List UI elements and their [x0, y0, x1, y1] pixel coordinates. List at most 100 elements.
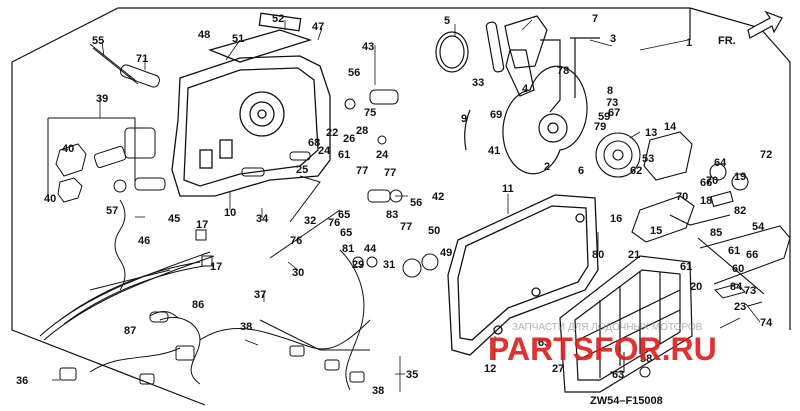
- direction-label: FR.: [718, 35, 736, 47]
- callout-47: 47: [312, 21, 324, 33]
- callout-43: 43: [362, 41, 374, 53]
- leader-lines: [52, 19, 761, 392]
- callout-66b: 66: [700, 177, 712, 189]
- callout-61b: 61: [728, 245, 740, 257]
- callout-72: 72: [760, 149, 772, 161]
- callout-58: 58: [640, 353, 652, 365]
- callout-65b: 65: [340, 227, 352, 239]
- callout-26: 26: [343, 133, 355, 145]
- callout-22: 22: [326, 127, 338, 139]
- callout-70a: 70: [676, 191, 688, 203]
- callout-51: 51: [232, 33, 244, 45]
- callout-71: 71: [136, 53, 148, 65]
- callout-74: 74: [760, 317, 773, 329]
- callout-82: 82: [734, 205, 746, 217]
- callout-42: 42: [432, 191, 444, 203]
- callout-36: 36: [16, 375, 28, 387]
- callout-86: 86: [192, 299, 204, 311]
- callout-57: 57: [106, 205, 118, 217]
- callout-25: 25: [296, 164, 308, 176]
- callout-3: 3: [610, 33, 616, 45]
- callout-24b: 24: [376, 149, 389, 161]
- callout-54: 54: [752, 221, 765, 233]
- callout-12: 12: [484, 363, 496, 375]
- callout-15: 15: [650, 225, 662, 237]
- callout-19: 19: [734, 171, 746, 183]
- callout-17a: 17: [196, 219, 208, 231]
- callout-63b: 63: [612, 369, 624, 381]
- callout-31: 31: [383, 259, 395, 271]
- callout-41: 41: [488, 145, 500, 157]
- callout-13: 13: [645, 127, 657, 139]
- rear-cover-plate: [447, 194, 599, 356]
- callout-61a: 61: [338, 149, 350, 161]
- callout-64: 64: [714, 157, 727, 169]
- watermark-subtitle: ЗАПЧАСТИ ДЛЯ ЛОДОЧНЫХ МОТОРОВ: [512, 322, 703, 333]
- callout-77b: 77: [384, 167, 396, 179]
- grid-cover-plate: [559, 255, 693, 393]
- watermark-brand: PARTSFOR.RU: [488, 331, 717, 367]
- callout-23: 23: [734, 301, 746, 313]
- callout-61c: 61: [680, 261, 692, 273]
- callout-18: 18: [700, 195, 712, 207]
- callout-2: 2: [544, 161, 550, 173]
- callout-53: 53: [642, 153, 654, 165]
- callout-24a: 24: [318, 145, 331, 157]
- callout-69: 69: [490, 109, 502, 121]
- callout-68: 68: [308, 137, 320, 149]
- callout-56a: 56: [348, 67, 360, 79]
- callout-34: 34: [256, 213, 269, 225]
- callout-46: 46: [138, 235, 150, 247]
- callout-27: 27: [552, 363, 564, 375]
- callout-55: 55: [92, 35, 104, 47]
- callout-1: 1: [686, 37, 692, 49]
- callout-29: 29: [352, 259, 364, 271]
- callout-4: 4: [522, 83, 529, 95]
- callout-77c: 77: [400, 221, 412, 233]
- callout-50: 50: [428, 225, 440, 237]
- watermark: ЗАПЧАСТИ ДЛЯ ЛОДОЧНЫХ МОТОРОВ PARTSFOR.R…: [488, 322, 717, 367]
- callout-49: 49: [440, 247, 452, 259]
- callout-87: 87: [124, 325, 136, 337]
- callout-84: 84: [730, 281, 743, 293]
- callout-52: 52: [272, 13, 284, 25]
- callout-75: 75: [364, 107, 376, 119]
- wire-harness: [59, 249, 371, 391]
- callout-21: 21: [628, 249, 640, 261]
- callout-40a: 40: [62, 143, 74, 155]
- callout-17b: 17: [210, 261, 222, 273]
- callout-6: 6: [578, 165, 584, 177]
- cables-left: [39, 43, 215, 341]
- callout-20: 20: [690, 281, 702, 293]
- callout-14: 14: [664, 121, 677, 133]
- callout-70b: 70: [706, 175, 718, 187]
- callout-59: 59: [598, 111, 610, 123]
- callout-10: 10: [224, 207, 236, 219]
- callout-7: 7: [592, 13, 598, 25]
- callout-11: 11: [502, 183, 514, 195]
- figure-code: ZW54–F15008: [590, 395, 663, 407]
- callout-73a: 73: [606, 97, 618, 109]
- switch-panel-group: [47, 117, 166, 291]
- callout-28: 28: [356, 125, 368, 137]
- callout-85: 85: [710, 227, 722, 239]
- callout-44: 44: [364, 243, 377, 255]
- callout-76a: 76: [290, 235, 302, 247]
- callout-73b: 73: [744, 285, 756, 297]
- callout-60: 60: [732, 263, 744, 275]
- main-housing: [171, 12, 331, 197]
- callout-33: 33: [472, 77, 484, 89]
- callout-5: 5: [444, 15, 450, 27]
- callout-40b: 40: [44, 193, 56, 205]
- callout-63a: 63: [538, 337, 550, 349]
- control-lever-assembly: [435, 15, 600, 175]
- callout-80: 80: [592, 249, 604, 261]
- callout-38b: 38: [372, 385, 384, 397]
- callout-30: 30: [292, 267, 304, 279]
- misc-small-parts: [149, 89, 763, 378]
- callout-67: 67: [608, 107, 620, 119]
- callout-39: 39: [96, 93, 108, 105]
- front-direction-arrow: FR.: [718, 10, 783, 47]
